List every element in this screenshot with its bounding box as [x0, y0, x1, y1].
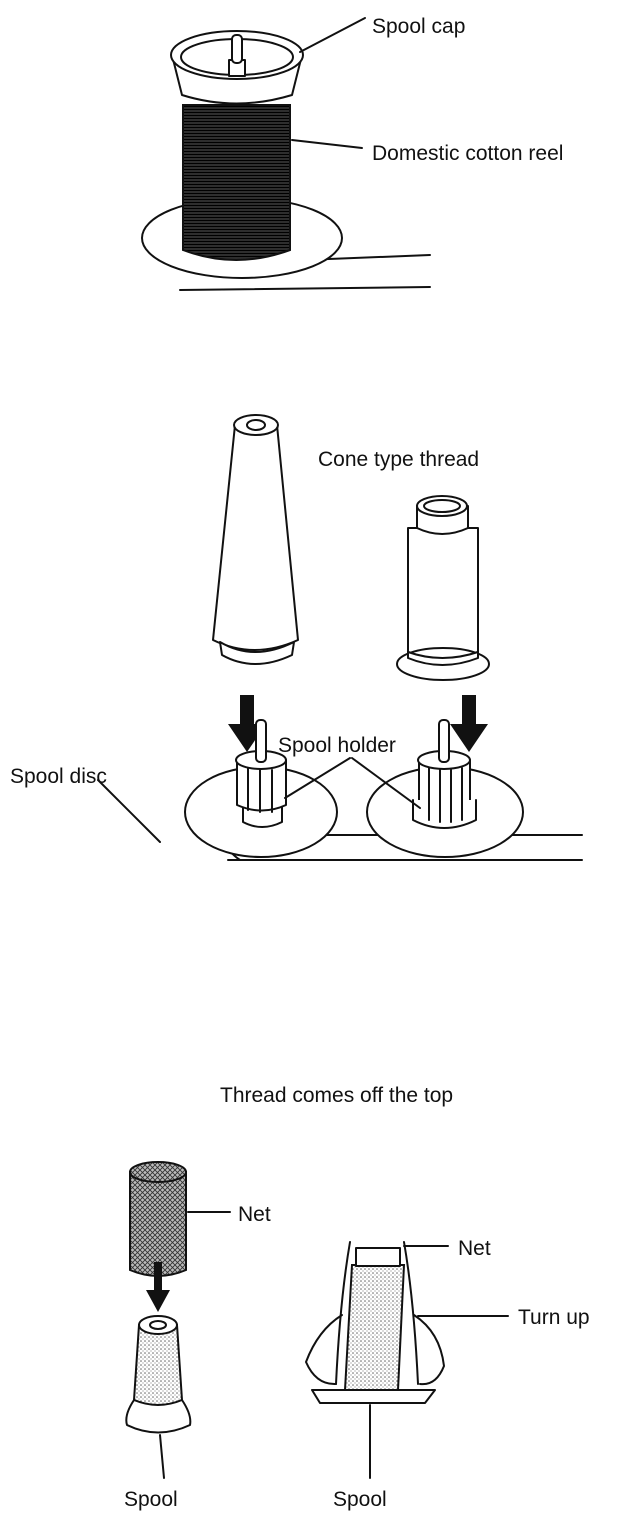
net-cylinder-top	[129, 1161, 187, 1183]
spool-cap-label: Spool cap	[372, 15, 465, 38]
spool-flange-left	[125, 1399, 192, 1434]
cone-thread-figure	[97, 414, 583, 861]
spool-top-right	[355, 1247, 401, 1267]
net-fold-right	[413, 1314, 445, 1386]
left-holder-body	[236, 759, 287, 812]
thread-winding	[182, 104, 291, 261]
small-spool-flange-top	[407, 651, 479, 666]
right-holder-skirt	[412, 799, 477, 829]
spool-label-right: Spool	[333, 1488, 387, 1511]
machine-rail-lower	[179, 286, 431, 291]
spool-pin	[231, 34, 243, 64]
small-spool-body	[407, 527, 479, 659]
spool-flange-right	[311, 1389, 436, 1404]
net-label-left: Net	[238, 1203, 271, 1226]
spool-holder-leader-left	[284, 757, 351, 799]
net-wrap-right	[403, 1241, 419, 1385]
arrow-down-net-icon	[146, 1262, 170, 1312]
net-fold-left	[305, 1314, 343, 1386]
left-holder-pin	[255, 719, 267, 763]
turn-up-label: Turn up	[518, 1306, 590, 1329]
cone-thread-label: Cone type thread	[318, 448, 479, 471]
arrow-down-right-icon	[450, 695, 488, 752]
spool-leader-left	[159, 1434, 165, 1479]
domestic-reel-figure	[141, 17, 431, 291]
cone-top-hole	[246, 419, 266, 431]
domestic-reel-label: Domestic cotton reel	[372, 142, 563, 165]
net-wrap-left	[335, 1241, 351, 1385]
spool-top-left	[138, 1315, 178, 1335]
right-holder-pin	[438, 719, 450, 763]
spool-cap-leader	[299, 17, 366, 53]
thread-top-caption: Thread comes off the top	[220, 1084, 453, 1107]
cone-body	[212, 424, 299, 651]
small-spool-top-inner	[423, 499, 461, 513]
cone-base-ring	[219, 641, 295, 665]
net-spool-figure	[125, 1161, 509, 1479]
spool-disc-leader	[97, 779, 161, 843]
spool-top-hole-left	[149, 1320, 167, 1330]
spool-disc-label: Spool disc	[10, 765, 107, 788]
net-label-right: Net	[458, 1237, 491, 1260]
spool-holder-leader-right	[351, 757, 421, 809]
domestic-reel-leader	[291, 139, 363, 149]
spool-label-left: Spool	[124, 1488, 178, 1511]
spool-body-left	[132, 1324, 184, 1406]
spool-body-right	[343, 1264, 406, 1391]
net-cylinder	[129, 1171, 187, 1277]
spool-holder-label: Spool holder	[278, 734, 396, 757]
cone-top	[233, 414, 279, 436]
